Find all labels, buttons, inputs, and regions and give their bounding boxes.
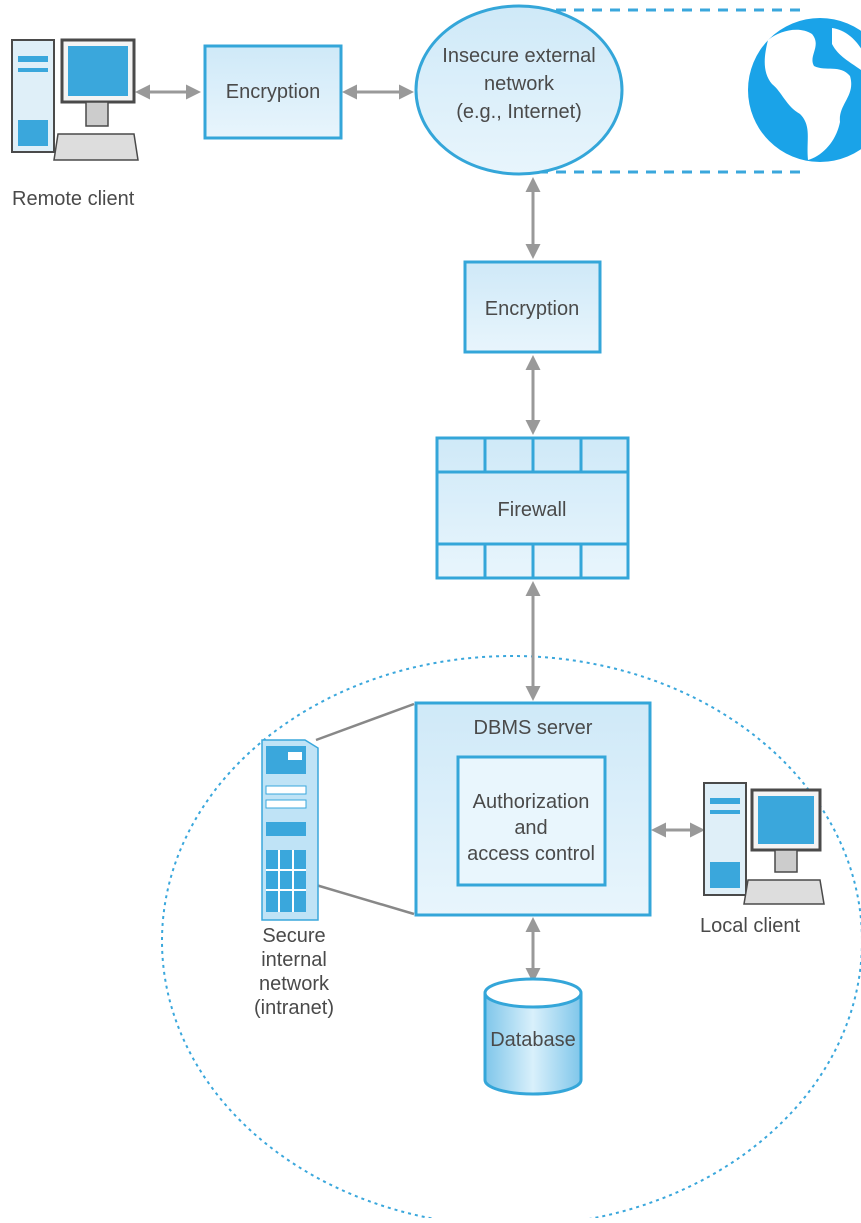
server-tower-icon (261, 739, 319, 921)
external-network-line1: Insecure external (442, 45, 595, 67)
secure-network-line3: network (259, 973, 330, 995)
encryption-remote-box (203, 44, 343, 140)
database-label: Database (490, 1029, 576, 1051)
authorization-line1: Authorization (473, 791, 590, 813)
database-cylinder-icon (483, 977, 583, 1096)
secure-network-line4: (intranet) (254, 997, 334, 1019)
authorization-box (456, 755, 607, 887)
encryption-main-label: Encryption (485, 298, 580, 320)
globe-icon (748, 18, 861, 162)
dbms-server-title: DBMS server (474, 717, 593, 739)
secure-network-line2: internal (261, 949, 327, 971)
secure-network-line1: Secure (262, 925, 325, 947)
external-network-ellipse (414, 4, 624, 176)
local-client-computer-icon (703, 782, 825, 905)
intranet-boundary (161, 655, 861, 1223)
server-link-bottom (315, 883, 415, 916)
server-link-top (315, 702, 415, 742)
encryption-main-box (463, 260, 602, 354)
authorization-line3: access control (467, 843, 595, 865)
remote-client-label: Remote client (12, 188, 135, 210)
remote-client-computer-icon (11, 38, 139, 161)
authorization-line2: and (514, 817, 547, 839)
encryption-remote-label: Encryption (226, 81, 321, 103)
firewall-wall (435, 436, 630, 580)
external-network-line3: (e.g., Internet) (456, 101, 582, 123)
local-client-label: Local client (700, 915, 801, 937)
firewall-label: Firewall (498, 499, 567, 521)
external-network-line2: network (484, 73, 555, 95)
